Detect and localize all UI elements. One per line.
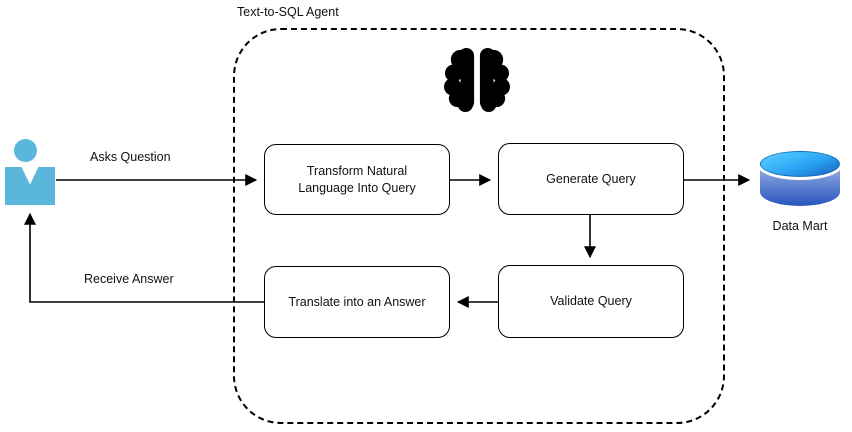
node-translate-answer: Translate into an Answer	[264, 266, 450, 338]
receive-answer-label: Receive Answer	[82, 272, 176, 286]
node-generate-query: Generate Query	[498, 143, 684, 215]
node-label: Validate Query	[550, 294, 632, 309]
diagram-title: Text-to-SQL Agent	[237, 5, 339, 19]
arrow-translate-to-person	[24, 212, 264, 303]
database-cylinder-icon: Data Mart	[757, 149, 843, 244]
ask-question-label: Asks Question	[88, 150, 173, 164]
node-label: Generate Query	[546, 171, 636, 186]
database-top	[760, 151, 840, 177]
brain-icon	[444, 47, 510, 113]
node-transform-natural-language: Transform Natural Language Into Query	[264, 144, 450, 215]
person-torso	[5, 167, 55, 205]
person-head	[14, 139, 37, 162]
node-label: Transform Natural Language Into Query	[298, 163, 416, 195]
datastore-label: Data Mart	[772, 219, 828, 233]
person-icon	[5, 139, 55, 205]
node-label: Translate into an Answer	[288, 294, 426, 309]
node-validate-query: Validate Query	[498, 265, 684, 338]
